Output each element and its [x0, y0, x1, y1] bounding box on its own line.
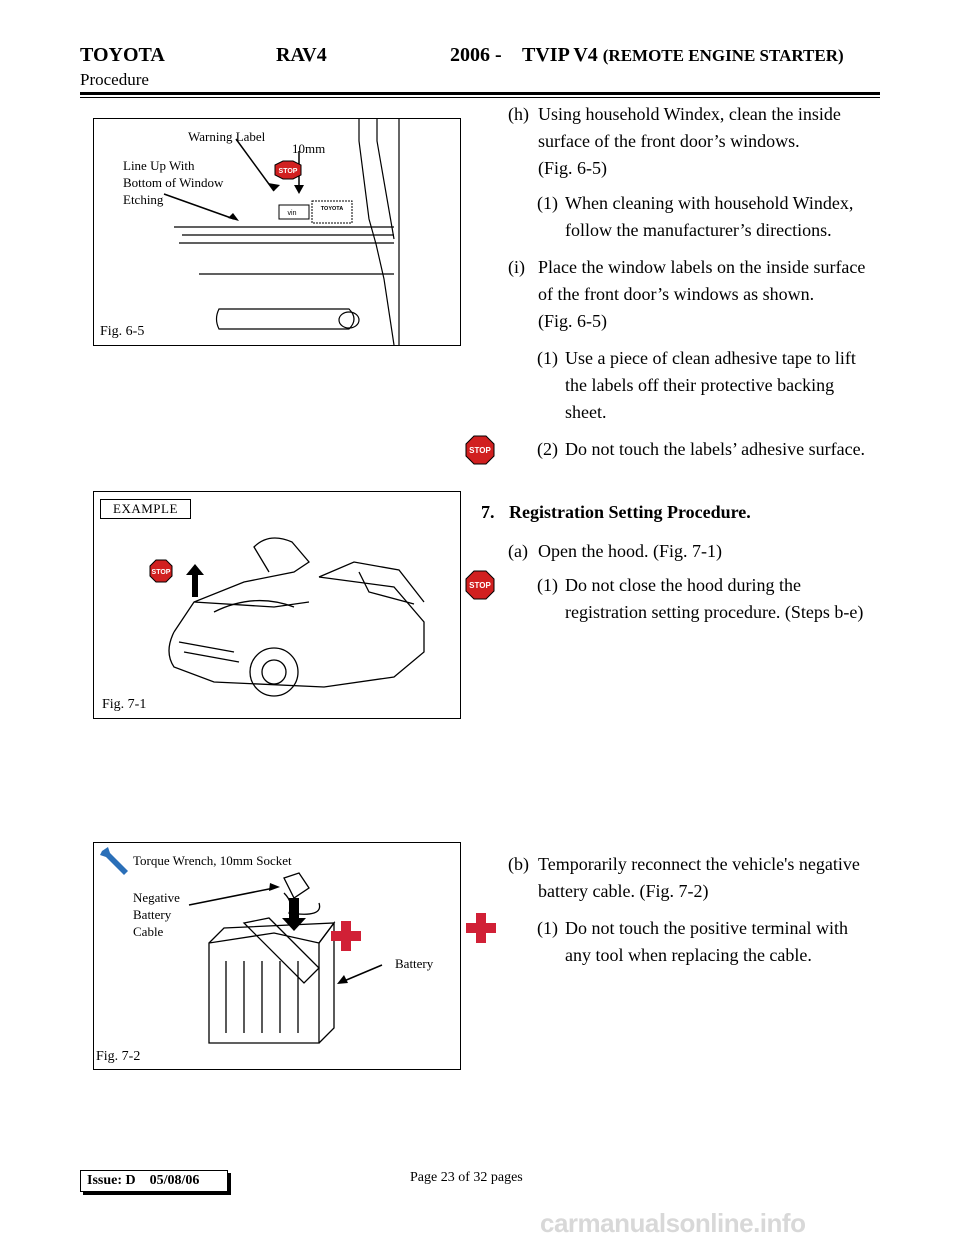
- figure-6-5: STOP vin TOYOTA: [93, 118, 461, 346]
- fig72-caption: Fig. 7-2: [96, 1049, 141, 1064]
- header-make: TOYOTA: [80, 44, 165, 66]
- issue-box: Issue: D 05/08/06: [80, 1170, 228, 1192]
- fig72-cable-3: Cable: [133, 924, 164, 939]
- caution-cross-icon: [466, 913, 496, 943]
- fig65-stop-text: STOP: [279, 168, 298, 175]
- step-i1-line-2: the labels off their protective backing: [565, 375, 835, 395]
- stop-sign-text: STOP: [469, 581, 491, 590]
- step-h-line-3: (Fig. 6-5): [538, 158, 607, 178]
- step-h1-line-2: follow the manufacturer’s directions.: [565, 220, 832, 240]
- fig72-cable-1: Negative: [133, 890, 180, 905]
- step-a-line-1: Open the hood. (Fig. 7-1): [538, 541, 722, 561]
- fig65-tag-brand: TOYOTA: [321, 206, 343, 212]
- step-i-line-3: (Fig. 6-5): [538, 311, 607, 331]
- header-product-block: TVIP V4 (REMOTE ENGINE STARTER): [522, 44, 844, 67]
- step-h-line-2: surface of the front door’s windows.: [538, 131, 800, 151]
- step-b1-line-2: any tool when replacing the cable.: [565, 945, 812, 965]
- fig65-line-up-1: Line Up With: [123, 158, 195, 173]
- page-number: Page 23 of 32 pages: [410, 1170, 523, 1185]
- fig71-example-label: EXAMPLE: [100, 499, 191, 519]
- step-h-line-1: Using household Windex, clean the inside: [538, 104, 841, 124]
- step-b1-line-1: Do not touch the positive terminal with: [565, 918, 848, 938]
- step-i2-line-1: Do not touch the labels’ adhesive surfac…: [565, 439, 866, 459]
- step-i-num: (i): [508, 257, 525, 277]
- figure-7-1: STOP: [93, 491, 461, 719]
- fig71-caption: Fig. 7-1: [102, 697, 147, 712]
- fig72-cable-2: Battery: [133, 907, 172, 922]
- fig72-tool: Torque Wrench, 10mm Socket: [133, 853, 292, 868]
- stop-sign-icon: STOP: [465, 435, 495, 465]
- step-7-title: Registration Setting Procedure.: [509, 502, 751, 522]
- step-i1-line-1: Use a piece of clean adhesive tape to li…: [565, 348, 856, 368]
- step-a-num: (a): [508, 541, 528, 561]
- car-hood-open-illustration: STOP: [149, 537, 425, 697]
- fig72-battery: Battery: [395, 956, 434, 971]
- step-i-line-2: of the front door’s windows as shown.: [538, 284, 815, 304]
- section-title: Procedure: [80, 70, 149, 89]
- watermark: carmanualsonline.info: [540, 1208, 806, 1238]
- battery-cable-illustration: [100, 847, 383, 1044]
- step-h-num: (h): [508, 104, 529, 124]
- header-product: TVIP V4: [522, 44, 598, 66]
- fig71-stop-text: STOP: [152, 569, 171, 576]
- step-i-line-1: Place the window labels on the inside su…: [538, 257, 866, 277]
- step-a1-num: (1): [537, 575, 558, 595]
- header-model: RAV4: [276, 44, 327, 66]
- header-product-sub: (REMOTE ENGINE STARTER): [602, 46, 844, 65]
- step-a1-line-2: registration setting procedure. (Steps b…: [565, 602, 864, 622]
- fig72-caution-cross-icon: [331, 921, 361, 951]
- step-i1-num: (1): [537, 348, 558, 368]
- step-b-num: (b): [508, 854, 529, 874]
- figure-7-2: [93, 842, 461, 1070]
- fig65-distance: 10mm: [292, 141, 326, 156]
- fig65-line-up-2: Bottom of Window: [123, 175, 224, 190]
- stop-sign-icon: STOP: [465, 570, 495, 600]
- fig65-line-up-3: Etching: [123, 192, 164, 207]
- step-i2-num: (2): [537, 439, 558, 459]
- stop-sign-text: STOP: [469, 446, 491, 455]
- step-h1-num: (1): [537, 193, 558, 213]
- fig65-warning-label: Warning Label: [188, 129, 266, 144]
- step-7-num: 7.: [481, 502, 495, 522]
- header-rule-thin: [80, 97, 880, 98]
- door-window-illustration: STOP vin TOYOTA: [163, 119, 400, 346]
- wrench-icon: [100, 847, 128, 875]
- step-a1-line-1: Do not close the hood during the: [565, 575, 801, 595]
- header-year: 2006 -: [450, 44, 502, 66]
- step-i1-line-3: sheet.: [565, 402, 607, 422]
- step-h1-line-1: When cleaning with household Windex,: [565, 193, 854, 213]
- step-b-line-2: battery cable. (Fig. 7-2): [538, 881, 709, 901]
- step-b-line-1: Temporarily reconnect the vehicle's nega…: [538, 854, 860, 874]
- step-b1-num: (1): [537, 918, 558, 938]
- header-rule: [80, 92, 880, 95]
- fig65-tag-vin: vin: [288, 210, 297, 217]
- fig65-caption: Fig. 6-5: [100, 324, 145, 339]
